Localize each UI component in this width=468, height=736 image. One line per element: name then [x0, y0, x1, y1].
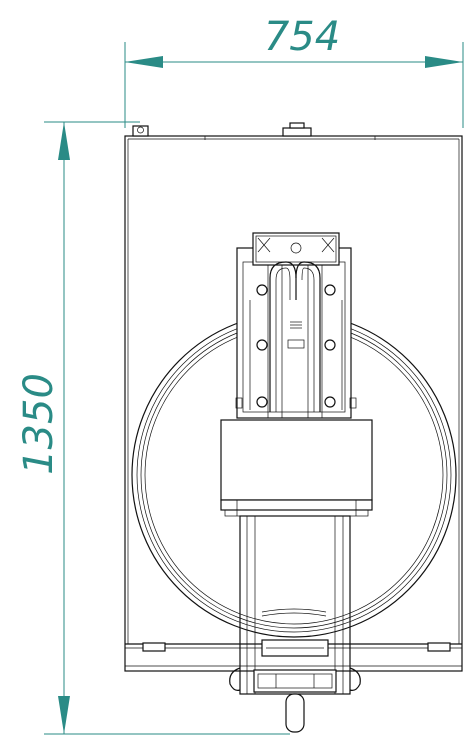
bolt-mid-left: [256, 339, 268, 351]
foot-left: [142, 642, 166, 652]
width-arrow-right: [425, 56, 463, 68]
outlet-pipe: [285, 693, 305, 733]
base-plate: [253, 669, 337, 693]
top-head-block: [252, 232, 340, 266]
top-fitting-left: [132, 125, 149, 137]
motor-housing: [220, 419, 373, 501]
foot-right: [427, 642, 451, 652]
height-arrow-bottom: [58, 696, 70, 734]
motor-block: [220, 419, 373, 517]
width-label: 754: [264, 14, 340, 60]
height-arrow-top: [58, 122, 70, 160]
width-dimension: 754: [124, 14, 464, 128]
frame-outer: [236, 247, 352, 419]
bolt-upper-right: [324, 284, 336, 296]
bolt-lower-left: [256, 396, 268, 408]
bolt-lower-right: [324, 396, 336, 408]
height-dimension: 1350: [16, 121, 290, 735]
width-arrow-left: [125, 56, 163, 68]
housing: [124, 122, 463, 672]
lower-frame: [229, 515, 361, 733]
bolt-upper-left: [256, 284, 268, 296]
top-fitting-center: [282, 127, 312, 137]
height-label: 1350: [16, 373, 62, 475]
lower-frame-outer: [239, 515, 351, 695]
motor-frame: [235, 232, 357, 419]
bolt-mid-right: [324, 339, 336, 351]
